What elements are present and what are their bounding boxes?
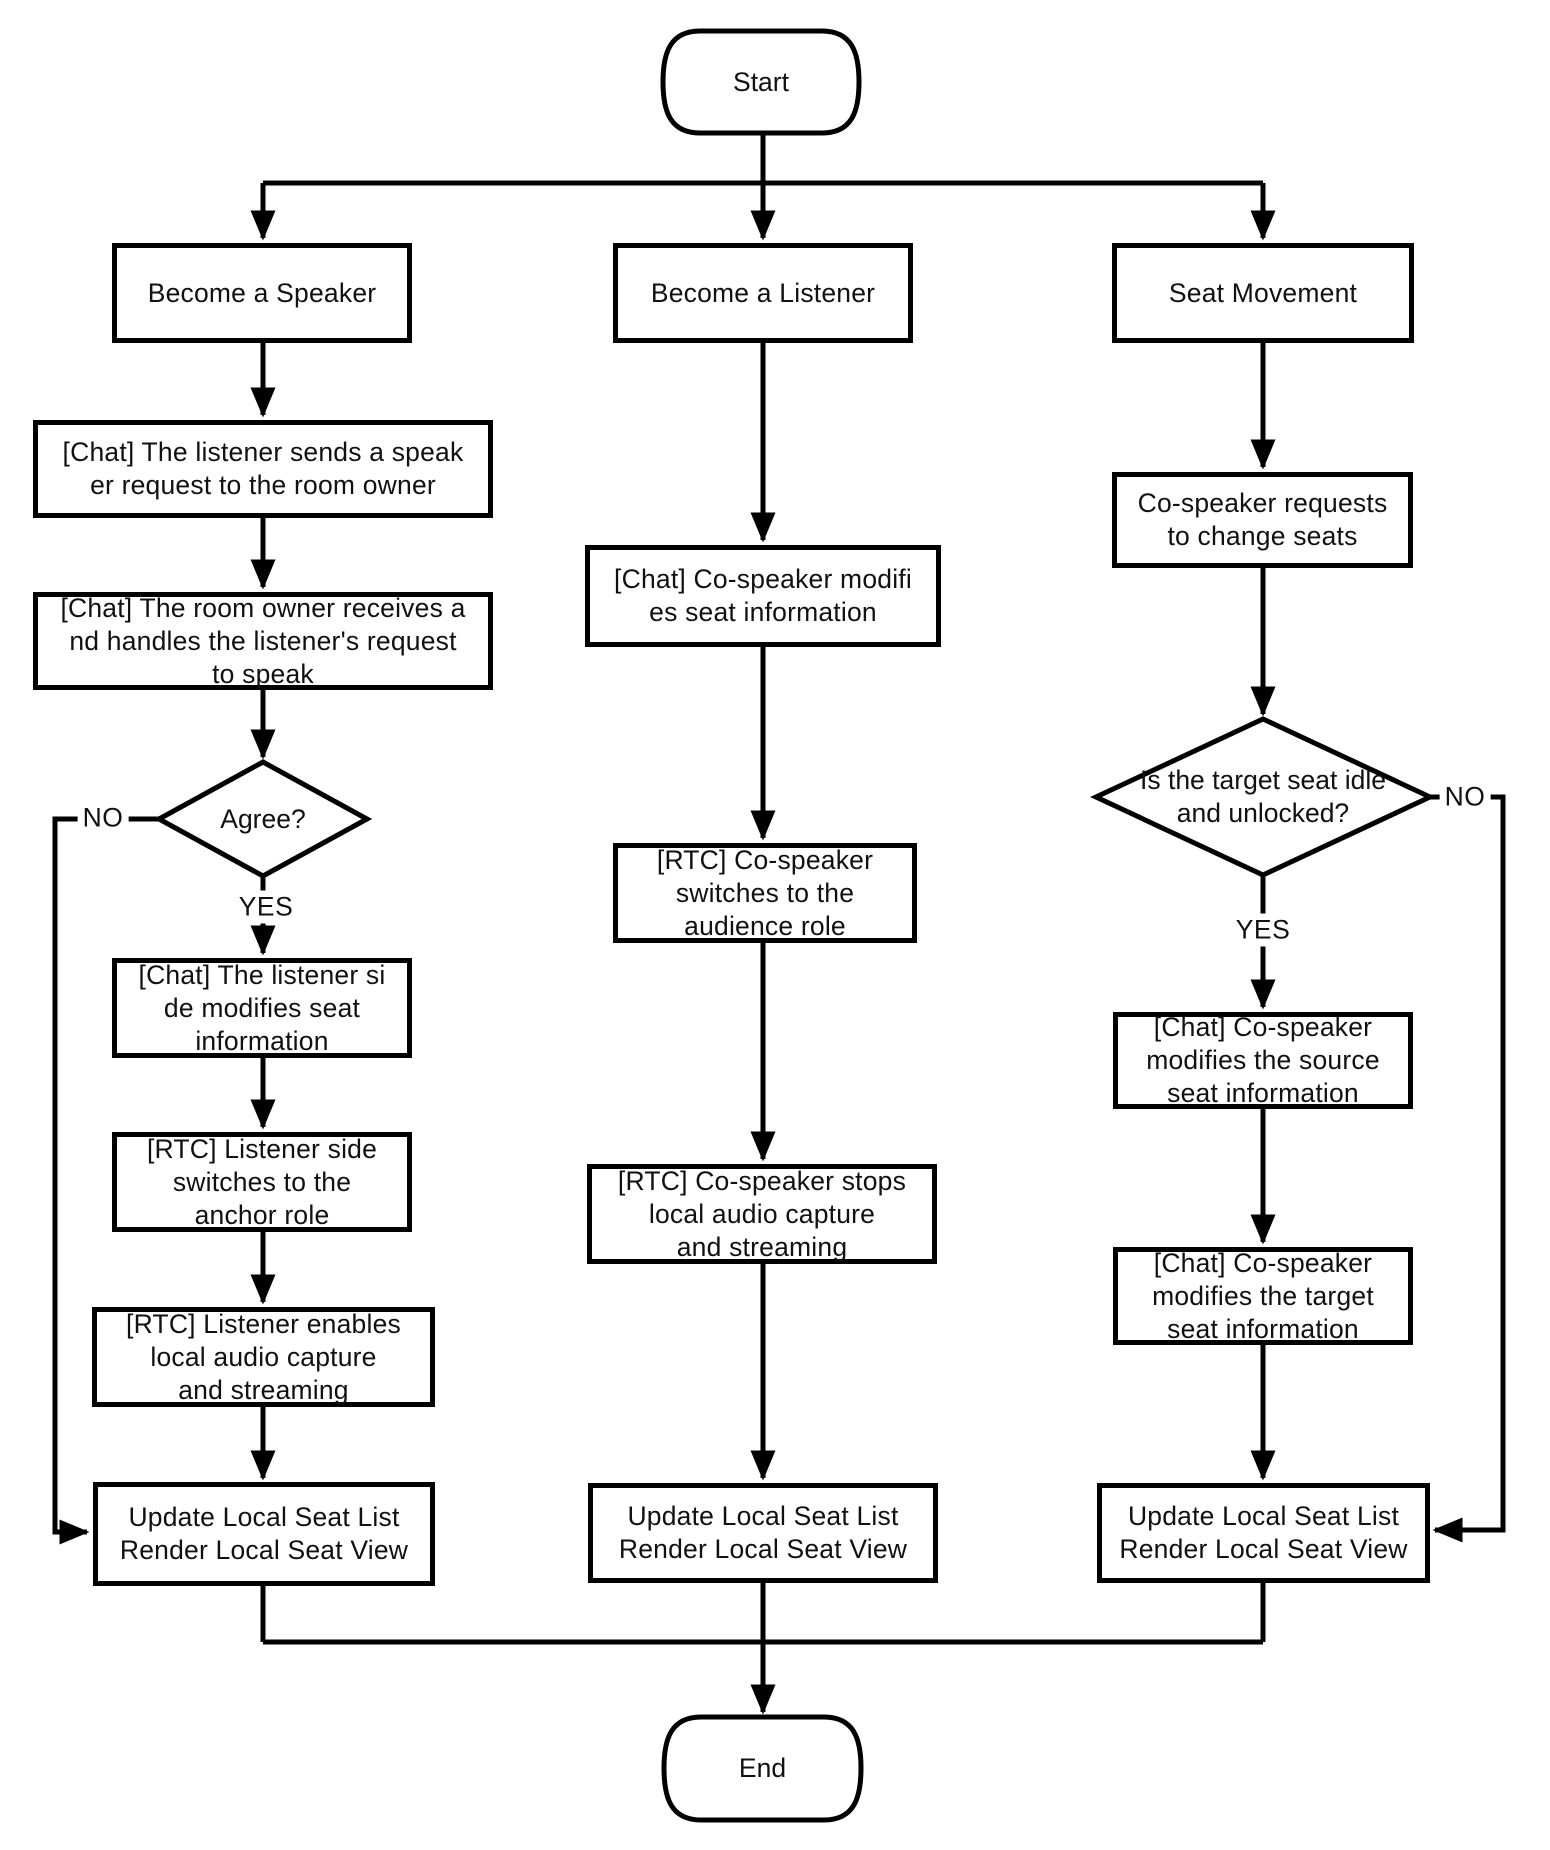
node-speaker-switch-role: [RTC] Listener side switches to the anch… [112, 1132, 412, 1232]
node-speaker-send-request: [Chat] The listener sends a speak er req… [33, 420, 493, 518]
node-listener-switch-role: [RTC] Co-speaker switches to the audienc… [613, 843, 917, 943]
node-seatmove-header: Seat Movement [1112, 243, 1414, 343]
node-seatmove-update: Update Local Seat List Render Local Seat… [1097, 1483, 1430, 1583]
node-listener-header: Become a Listener [613, 243, 913, 343]
decision-target-seat-shape [1090, 716, 1436, 878]
label-yes-target-seat: YES [1230, 913, 1296, 947]
node-seatmove-modify-source: [Chat] Co-speaker modifies the source se… [1113, 1012, 1413, 1109]
node-listener-modify-seat: [Chat] Co-speaker modifi es seat informa… [585, 545, 941, 647]
label-yes-agree: YES [233, 890, 299, 924]
end-node-shape [661, 1714, 864, 1823]
node-speaker-handle-request: [Chat] The room owner receives a nd hand… [33, 592, 493, 690]
edge-seat-no [1430, 794, 1506, 1543]
node-speaker-header: Become a Speaker [112, 243, 412, 343]
start-node-shape [660, 28, 862, 136]
node-seatmove-request-change: Co-speaker requests to change seats [1112, 472, 1413, 568]
node-speaker-update: Update Local Seat List Render Local Seat… [93, 1482, 435, 1586]
node-listener-update: Update Local Seat List Render Local Seat… [588, 1483, 938, 1583]
node-listener-stop-audio: [RTC] Co-speaker stops local audio captu… [587, 1164, 937, 1264]
node-speaker-enable-audio: [RTC] Listener enables local audio captu… [92, 1307, 435, 1407]
node-seatmove-modify-target: [Chat] Co-speaker modifies the target se… [1113, 1247, 1413, 1345]
decision-agree-shape [153, 759, 373, 879]
label-no-target-seat: NO [1439, 780, 1491, 814]
label-no-agree: NO [77, 801, 129, 835]
node-speaker-modify-seat: [Chat] The listener si de modifies seat … [112, 958, 412, 1058]
